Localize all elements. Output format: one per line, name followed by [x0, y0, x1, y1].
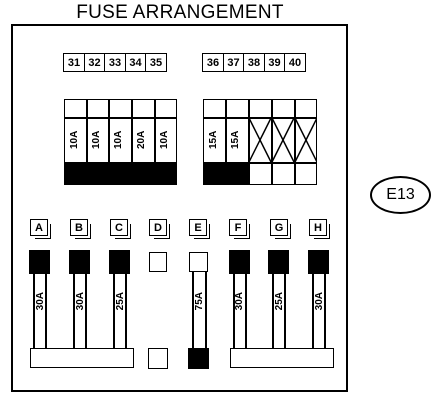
link-letter-h: H	[309, 219, 330, 239]
fuse-number-33: 33	[104, 53, 126, 72]
link-e-lead	[192, 272, 194, 348]
link-letter-a: A	[30, 219, 51, 239]
fuse-35: 10A	[155, 118, 177, 162]
link-h-rating: 30A	[314, 292, 325, 311]
fuse-number-37: 37	[222, 53, 245, 72]
left-fuse-divider	[154, 99, 156, 163]
fuse-34-rating: 20A	[136, 130, 147, 150]
fuse-36-rating: 15A	[208, 130, 219, 150]
link-g-lead	[272, 274, 274, 348]
fuse-number-39: 39	[263, 53, 286, 72]
right-link-base-bar	[230, 348, 334, 368]
fuse-33: 10A	[109, 118, 131, 162]
fuse-number-38: 38	[243, 53, 265, 72]
link-a-lead	[45, 274, 47, 348]
left-link-base-bar	[30, 348, 134, 368]
fuse-number-40: 40	[284, 53, 306, 72]
fuse-32: 10A	[87, 118, 109, 162]
left-fuse-number-row: 31 32 33 34 35	[63, 53, 167, 72]
link-letter-d: D	[149, 219, 170, 239]
link-c-rating: 25A	[115, 292, 126, 311]
fuse-35-rating: 10A	[159, 130, 170, 150]
link-h-lead	[324, 274, 326, 348]
link-e-lead	[205, 272, 207, 348]
link-e-body	[189, 252, 208, 272]
right-fuse-number-row: 36 37 38 39 40	[202, 53, 306, 72]
link-c-lead	[113, 274, 115, 348]
link-e-base	[188, 348, 209, 369]
left-fuse-base-bar	[64, 162, 177, 185]
link-g-lead	[284, 274, 286, 348]
link-a-body	[29, 250, 50, 274]
left-fuse-top-divider	[64, 117, 177, 119]
fuse-32-rating: 10A	[91, 130, 102, 150]
link-c-body	[109, 250, 130, 274]
link-b-lead	[85, 274, 87, 348]
fuse-31-rating: 10A	[69, 130, 80, 150]
link-h-lead	[312, 274, 314, 348]
fuse-37: 15A	[226, 118, 248, 162]
link-f-rating: 30A	[234, 292, 245, 311]
link-h-body	[308, 250, 329, 274]
fuse-number-36: 36	[202, 53, 224, 72]
fuse-number-32: 32	[83, 53, 106, 72]
link-f-lead	[245, 274, 247, 348]
fuse-panel	[11, 24, 348, 392]
right-fuse-divider	[271, 99, 273, 185]
link-f-body	[229, 250, 250, 274]
link-a-rating: 30A	[35, 292, 46, 311]
link-b-body	[69, 250, 90, 274]
right-fuse-divider	[225, 99, 227, 185]
link-letter-f: F	[229, 219, 250, 239]
fuse-number-31: 31	[63, 53, 85, 72]
fuse-37-rating: 15A	[230, 130, 241, 150]
link-d-body	[149, 252, 167, 272]
link-letter-c: C	[110, 219, 131, 239]
right-fuse-divider	[294, 99, 296, 185]
fuse-number-34: 34	[124, 53, 147, 72]
right-fuse-bottom-divider	[203, 162, 317, 164]
link-e-rating: 75A	[194, 292, 205, 311]
empty-slot-40-cross	[294, 118, 317, 162]
link-g-body	[268, 250, 289, 274]
empty-fuse-slots-crossed	[249, 118, 317, 162]
link-letter-e: E	[189, 219, 210, 239]
link-g-rating: 25A	[274, 292, 285, 311]
right-fuse-block-frame	[203, 99, 317, 185]
left-fuse-divider	[108, 99, 110, 163]
fuse-33-rating: 10A	[113, 130, 124, 150]
link-b-rating: 30A	[75, 292, 86, 311]
fuse-34: 20A	[132, 118, 154, 162]
link-a-lead	[33, 274, 35, 348]
right-fuse-divider	[248, 99, 250, 185]
fuse-36: 15A	[204, 118, 226, 162]
fuse-number-35: 35	[145, 53, 167, 72]
link-b-lead	[73, 274, 75, 348]
link-f-lead	[233, 274, 235, 348]
link-c-lead	[125, 274, 127, 348]
left-fuse-divider	[86, 99, 88, 163]
empty-slot-38-cross	[249, 118, 272, 162]
right-fuse-top-divider	[203, 117, 317, 119]
connector-tag-e13: E13	[370, 176, 431, 214]
link-letter-b: B	[70, 219, 91, 239]
link-letter-g: G	[270, 219, 291, 239]
left-fuse-divider	[131, 99, 133, 163]
diagram-title: FUSE ARRANGEMENT	[76, 2, 284, 23]
link-d-base	[148, 348, 168, 369]
empty-slot-39-cross	[271, 118, 295, 162]
fuse-31: 10A	[65, 118, 87, 162]
